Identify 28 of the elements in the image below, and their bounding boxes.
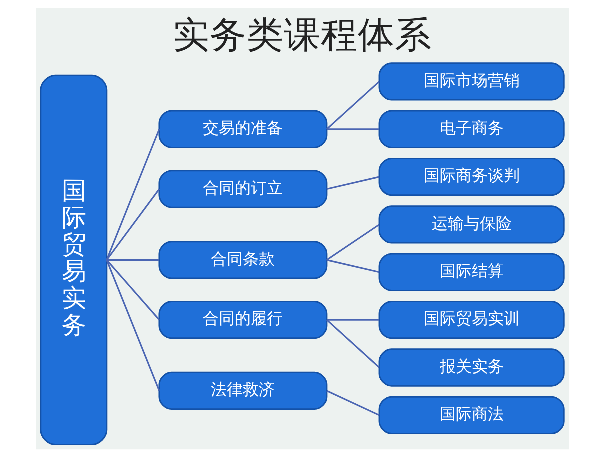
node-box: 合同条款 xyxy=(158,241,328,280)
node-box: 国际贸易实务 xyxy=(40,74,108,446)
node-box: 国际结算 xyxy=(378,253,565,292)
connector xyxy=(106,188,160,261)
connector xyxy=(106,259,160,261)
connector xyxy=(326,319,380,321)
node-box: 合同的履行 xyxy=(158,301,328,340)
connector xyxy=(106,260,160,321)
node-box: 国际商务谈判 xyxy=(378,158,565,196)
connector xyxy=(326,259,380,274)
connector xyxy=(326,390,380,416)
node-box: 国际市场营销 xyxy=(378,62,565,101)
node-box: 国际商法 xyxy=(378,396,565,434)
connector xyxy=(326,319,380,368)
node-box: 法律救济 xyxy=(158,372,328,410)
connector xyxy=(326,176,380,190)
node-box: 交易的准备 xyxy=(158,110,328,148)
connector xyxy=(326,224,380,261)
connector xyxy=(106,260,160,392)
connector xyxy=(106,129,160,260)
node-box: 报关实务 xyxy=(378,348,565,387)
node-box: 合同的订立 xyxy=(158,170,328,208)
connector xyxy=(326,81,380,130)
node-box: 电子商务 xyxy=(378,110,565,148)
node-box: 国际贸易实训 xyxy=(378,301,565,340)
node-box: 运输与保险 xyxy=(378,206,565,244)
diagram-title: 实务类课程体系 xyxy=(173,13,432,56)
connector xyxy=(326,128,380,130)
